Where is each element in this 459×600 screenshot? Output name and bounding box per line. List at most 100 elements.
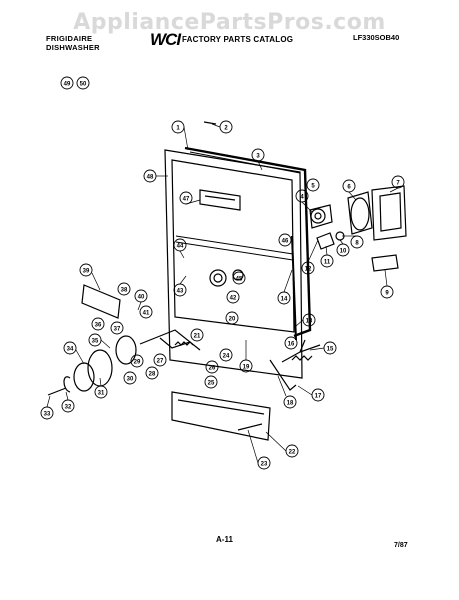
svg-text:12: 12 xyxy=(305,267,312,273)
callout-22: 22 xyxy=(285,444,299,458)
callout-7: 7 xyxy=(391,175,405,189)
svg-text:10: 10 xyxy=(340,249,347,255)
svg-text:36: 36 xyxy=(95,323,102,329)
svg-text:3: 3 xyxy=(256,154,260,160)
callout-44: 44 xyxy=(173,238,187,252)
callout-6: 6 xyxy=(342,179,356,193)
callout-15: 15 xyxy=(323,341,337,355)
callout-33: 33 xyxy=(40,406,54,420)
svg-text:27: 27 xyxy=(157,359,164,365)
svg-text:29: 29 xyxy=(134,360,141,366)
callout-38: 38 xyxy=(117,282,131,296)
svg-text:17: 17 xyxy=(315,394,322,400)
svg-text:39: 39 xyxy=(83,269,90,275)
callout-bubbles: 1 2 3 4 5 6 7 8 9 10 11 12 13 14 15 16 1… xyxy=(40,76,405,470)
product-type: DISHWASHER xyxy=(46,43,100,52)
callout-25: 25 xyxy=(204,375,218,389)
svg-text:40: 40 xyxy=(138,295,145,301)
revision-date: 7/87 xyxy=(394,542,408,549)
callout-31: 31 xyxy=(94,385,108,399)
svg-text:48: 48 xyxy=(147,175,154,181)
callout-32: 32 xyxy=(61,399,75,413)
door-liner xyxy=(171,159,295,333)
svg-text:19: 19 xyxy=(243,365,250,371)
svg-text:7: 7 xyxy=(396,181,400,187)
callout-2: 2 xyxy=(219,120,233,134)
brand-name: FRIGIDAIRE xyxy=(46,34,93,43)
callout-46: 46 xyxy=(278,233,292,247)
callout-47: 47 xyxy=(179,191,193,205)
svg-text:41: 41 xyxy=(143,311,150,317)
door-gasket xyxy=(184,146,312,338)
svg-text:32: 32 xyxy=(65,405,72,411)
svg-text:33: 33 xyxy=(44,412,51,418)
callout-9: 9 xyxy=(380,285,394,299)
svg-text:8: 8 xyxy=(355,241,359,247)
callout-49: 49 xyxy=(60,76,74,90)
svg-text:44: 44 xyxy=(177,244,184,250)
svg-text:50: 50 xyxy=(80,82,87,88)
svg-text:13: 13 xyxy=(306,319,313,325)
callout-36: 36 xyxy=(91,317,105,331)
callout-17: 17 xyxy=(311,388,325,402)
model-number: LF330SOB40 xyxy=(353,33,400,42)
svg-text:24: 24 xyxy=(223,354,230,360)
svg-text:1: 1 xyxy=(176,126,180,132)
callout-11: 11 xyxy=(320,254,334,268)
svg-text:23: 23 xyxy=(261,462,268,468)
callout-16: 16 xyxy=(284,336,298,350)
callout-8: 8 xyxy=(350,235,364,249)
svg-text:31: 31 xyxy=(98,391,105,397)
callout-43: 43 xyxy=(173,283,187,297)
callout-29: 29 xyxy=(130,354,144,368)
callout-1: 1 xyxy=(171,120,185,134)
callout-26: 26 xyxy=(205,360,219,374)
callout-18: 18 xyxy=(283,395,297,409)
svg-text:46: 46 xyxy=(282,239,289,245)
svg-text:20: 20 xyxy=(229,317,236,323)
callout-30: 30 xyxy=(123,371,137,385)
callout-42: 42 xyxy=(226,290,240,304)
svg-text:38: 38 xyxy=(121,288,128,294)
callout-23: 23 xyxy=(257,456,271,470)
svg-text:49: 49 xyxy=(64,82,71,88)
callout-5: 5 xyxy=(306,178,320,192)
callout-28: 28 xyxy=(145,366,159,380)
svg-text:22: 22 xyxy=(289,450,296,456)
svg-text:9: 9 xyxy=(385,291,389,297)
svg-text:15: 15 xyxy=(327,347,334,353)
svg-text:42: 42 xyxy=(230,296,237,302)
callout-40: 40 xyxy=(134,289,148,303)
callout-45: 45 xyxy=(232,271,246,285)
callout-27: 27 xyxy=(153,353,167,367)
callout-34: 34 xyxy=(63,341,77,355)
svg-text:4: 4 xyxy=(300,195,304,201)
wci-logo: WCI xyxy=(150,30,181,49)
callout-10: 10 xyxy=(336,243,350,257)
page-number: A-11 xyxy=(216,535,233,544)
callout-41: 41 xyxy=(139,305,153,319)
svg-text:21: 21 xyxy=(194,334,201,340)
kick-panel xyxy=(171,391,271,441)
svg-text:5: 5 xyxy=(311,184,315,190)
svg-text:14: 14 xyxy=(281,297,288,303)
callout-14: 14 xyxy=(277,291,291,305)
callout-37: 37 xyxy=(110,321,124,335)
callout-39: 39 xyxy=(79,263,93,277)
svg-text:26: 26 xyxy=(209,366,216,372)
svg-text:2: 2 xyxy=(224,126,228,132)
callout-48: 48 xyxy=(143,169,157,183)
svg-text:25: 25 xyxy=(208,381,215,387)
callout-3: 3 xyxy=(251,148,265,162)
svg-text:43: 43 xyxy=(177,289,184,295)
callout-21: 21 xyxy=(190,328,204,342)
callout-24: 24 xyxy=(219,348,233,362)
svg-text:30: 30 xyxy=(127,377,134,383)
svg-text:16: 16 xyxy=(288,342,295,348)
callout-19: 19 xyxy=(239,359,253,373)
svg-text:18: 18 xyxy=(287,401,294,407)
svg-text:47: 47 xyxy=(183,197,190,203)
svg-text:11: 11 xyxy=(324,260,331,266)
